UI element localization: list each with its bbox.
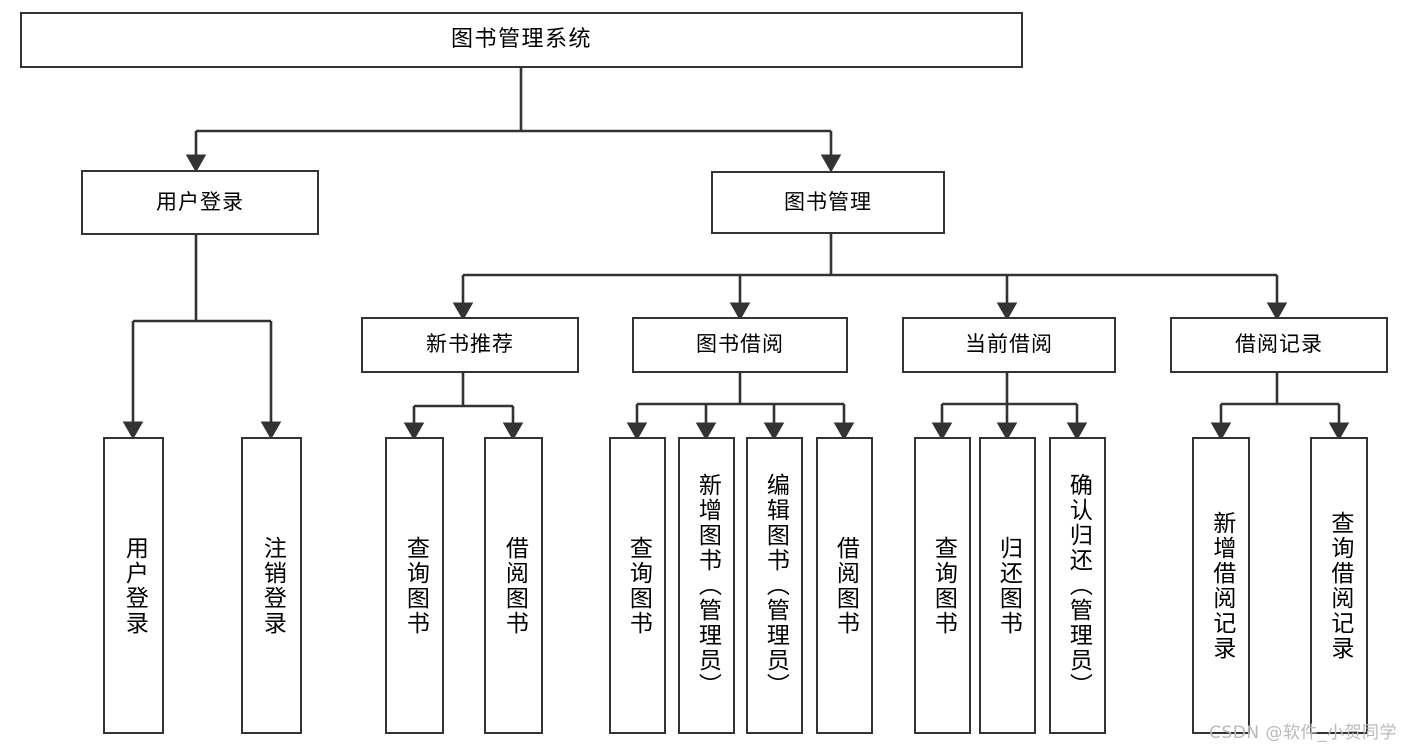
leaf-logout[interactable]: 注销登录 <box>241 437 302 734</box>
node-new-book-recommend[interactable]: 新书推荐 <box>361 317 579 373</box>
node-user-login[interactable]: 用户登录 <box>81 170 319 235</box>
leaf-user-login-label: 用户登录 <box>121 535 148 636</box>
node-new-book-recommend-label: 新书推荐 <box>426 332 514 357</box>
leaf-query-book-newbook-label: 查询图书 <box>402 535 429 636</box>
leaf-logout-label: 注销登录 <box>259 535 286 636</box>
node-book-management[interactable]: 图书管理 <box>711 171 945 234</box>
leaf-borrow-book-label: 借阅图书 <box>832 535 859 636</box>
node-borrow-records[interactable]: 借阅记录 <box>1170 317 1388 373</box>
node-book-borrow[interactable]: 图书借阅 <box>632 317 848 373</box>
node-user-login-label: 用户登录 <box>156 189 244 214</box>
node-book-management-label: 图书管理 <box>784 189 872 214</box>
leaf-user-login[interactable]: 用户登录 <box>103 437 164 734</box>
leaf-query-book-newbook[interactable]: 查询图书 <box>385 437 444 734</box>
leaf-add-borrow-record[interactable]: 新增借阅记录 <box>1192 437 1250 734</box>
csdn-watermark: CSDN @软件_小贺同学 <box>1209 723 1397 743</box>
leaf-return-book[interactable]: 归还图书 <box>979 437 1036 734</box>
leaf-confirm-return-admin-label: 确认归还（管理员） <box>1065 473 1092 698</box>
leaf-add-book-admin[interactable]: 新增图书（管理员） <box>678 437 735 734</box>
leaf-query-borrow-record-label: 查询借阅记录 <box>1326 510 1353 661</box>
leaf-query-book-current[interactable]: 查询图书 <box>914 437 971 734</box>
node-root-label: 图书管理系统 <box>450 26 592 52</box>
leaf-query-book-borrow-label: 查询图书 <box>625 535 652 636</box>
leaf-borrow-book-newbook[interactable]: 借阅图书 <box>484 437 543 734</box>
node-root[interactable]: 图书管理系统 <box>20 12 1023 68</box>
leaf-borrow-book[interactable]: 借阅图书 <box>816 437 873 734</box>
leaf-add-borrow-record-label: 新增借阅记录 <box>1208 510 1235 661</box>
leaf-return-book-label: 归还图书 <box>995 535 1022 636</box>
leaf-query-book-current-label: 查询图书 <box>930 535 957 636</box>
leaf-query-borrow-record[interactable]: 查询借阅记录 <box>1310 437 1368 734</box>
leaf-edit-book-admin[interactable]: 编辑图书（管理员） <box>746 437 803 734</box>
leaf-add-book-admin-label: 新增图书（管理员） <box>694 473 721 698</box>
leaf-confirm-return-admin[interactable]: 确认归还（管理员） <box>1049 437 1106 734</box>
node-borrow-records-label: 借阅记录 <box>1235 332 1323 357</box>
node-current-borrow[interactable]: 当前借阅 <box>902 317 1116 373</box>
leaf-query-book-borrow[interactable]: 查询图书 <box>609 437 666 734</box>
node-current-borrow-label: 当前借阅 <box>965 332 1053 357</box>
node-book-borrow-label: 图书借阅 <box>696 332 784 357</box>
leaf-edit-book-admin-label: 编辑图书（管理员） <box>762 473 789 698</box>
leaf-borrow-book-newbook-label: 借阅图书 <box>501 535 528 636</box>
